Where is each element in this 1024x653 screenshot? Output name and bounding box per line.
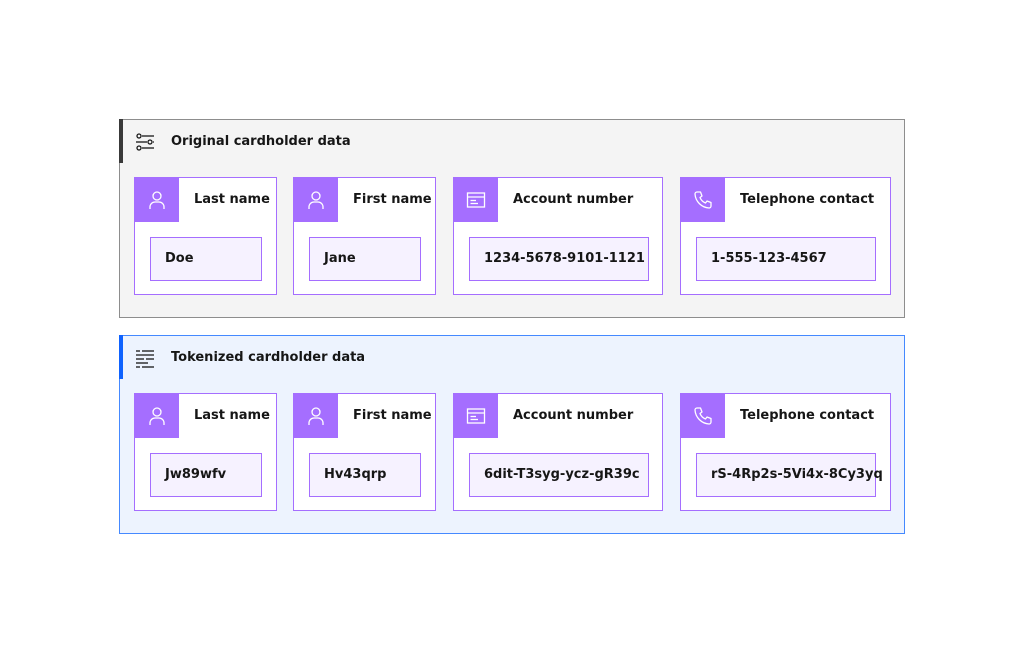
browser-window-icon (466, 408, 486, 424)
card-icon-tile (135, 394, 179, 438)
field-label: Last name (194, 192, 270, 207)
card-icon-tile (681, 178, 725, 222)
panel-title: Original cardholder data (171, 134, 351, 149)
panel-accent-bar (119, 335, 123, 379)
field-value: 6dit-T3syg-ycz-gR39c (469, 453, 649, 497)
text-align-icon (136, 350, 154, 368)
phone-icon (694, 191, 712, 209)
original-cardholder-panel: Original cardholder data Last name Doe F… (119, 119, 905, 318)
panel-title: Tokenized cardholder data (171, 350, 366, 365)
field-card-last-name: Last name Doe (134, 177, 277, 295)
field-label: Account number (513, 192, 634, 207)
user-icon (149, 407, 165, 425)
field-card-first-name: First name Jane (293, 177, 436, 295)
field-value: Hv43qrp (309, 453, 421, 497)
field-label: First name (353, 408, 432, 423)
field-value: Jane (309, 237, 421, 281)
panel-accent-bar (119, 119, 123, 163)
field-value: Jw89wfv (150, 453, 262, 497)
card-icon-tile (454, 394, 498, 438)
browser-window-icon (466, 192, 486, 208)
settings-adjust-icon (136, 133, 154, 151)
card-icon-tile (681, 394, 725, 438)
field-card-account-number: Account number 1234-5678-9101-1121 (453, 177, 663, 295)
tokenized-cardholder-panel: Tokenized cardholder data Last name Jw89… (119, 335, 905, 534)
card-icon-tile (135, 178, 179, 222)
field-label: Last name (194, 408, 270, 423)
field-card-telephone: Telephone contact rS-4Rp2s-5Vi4x-8Cy3yq (680, 393, 891, 511)
field-value: 1-555-123-4567 (696, 237, 876, 281)
field-label: Telephone contact (740, 192, 875, 207)
card-icon-tile (294, 178, 338, 222)
field-card-telephone: Telephone contact 1-555-123-4567 (680, 177, 891, 295)
user-icon (308, 191, 324, 209)
field-card-account-number: Account number 6dit-T3syg-ycz-gR39c (453, 393, 663, 511)
card-icon-tile (294, 394, 338, 438)
field-label: Telephone contact (740, 408, 875, 423)
field-card-first-name: First name Hv43qrp (293, 393, 436, 511)
field-value: 1234-5678-9101-1121 (469, 237, 649, 281)
field-value: rS-4Rp2s-5Vi4x-8Cy3yq (696, 453, 883, 497)
card-icon-tile (454, 178, 498, 222)
field-value: Doe (150, 237, 262, 281)
user-icon (308, 407, 324, 425)
field-label: Account number (513, 408, 634, 423)
field-label: First name (353, 192, 432, 207)
user-icon (149, 191, 165, 209)
field-card-last-name: Last name Jw89wfv (134, 393, 277, 511)
phone-icon (694, 407, 712, 425)
